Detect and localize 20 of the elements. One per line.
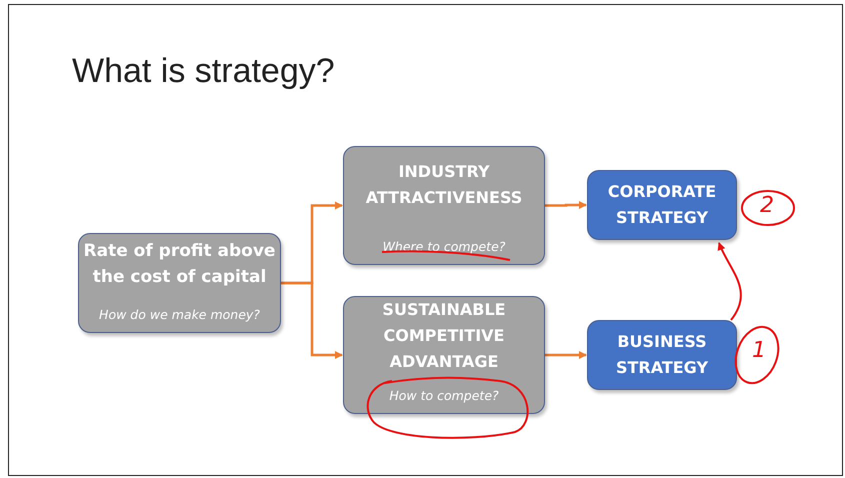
box-heading: INDUSTRY ATTRACTIVENESS <box>364 161 524 209</box>
strategy-box <box>587 320 737 390</box>
box-question: How do we make money? <box>98 307 261 322</box>
box-heading: SUSTAINABLE COMPETITIVE ADVANTAGE <box>381 299 507 373</box>
handwritten-number: 2 <box>760 193 774 218</box>
box-heading: CORPORATE STRATEGY <box>606 181 718 229</box>
concept-box <box>343 296 545 414</box>
box-question: Where to compete? <box>382 239 506 254</box>
handwritten-arrow <box>718 242 742 321</box>
arrow <box>545 351 587 359</box>
concept-box <box>78 233 281 333</box>
handwritten-number: 1 <box>752 338 766 363</box>
arrow <box>281 282 343 359</box>
concept-box <box>343 146 545 265</box>
box-heading: Rate of profit above the cost of capital <box>82 240 276 289</box>
arrow <box>545 201 587 209</box>
slide-title: What is strategy? <box>72 52 335 91</box>
box-heading: BUSINESS STRATEGY <box>614 331 710 379</box>
box-question: How to compete? <box>388 388 500 403</box>
strategy-box <box>587 170 737 240</box>
